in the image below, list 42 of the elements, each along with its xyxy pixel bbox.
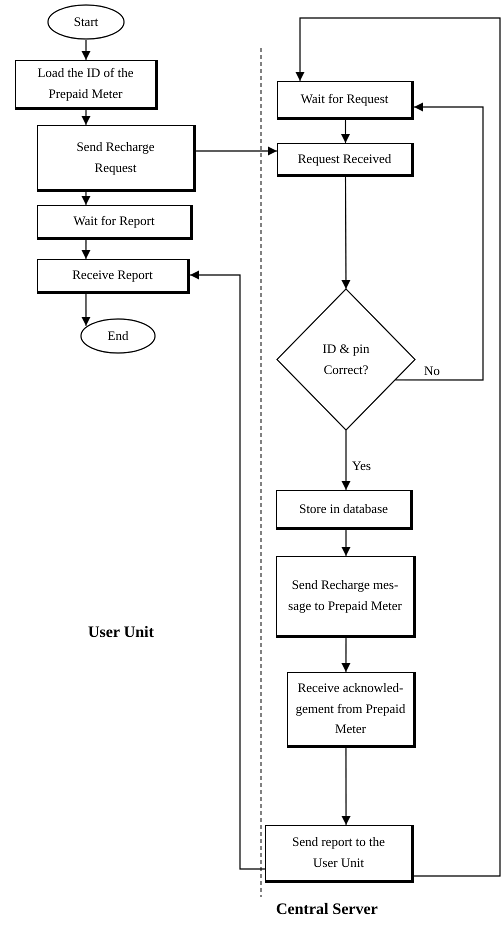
arrow xyxy=(394,102,484,381)
arrow xyxy=(196,146,277,156)
section-title: Central Server xyxy=(276,901,378,919)
step-label: Request Received xyxy=(298,150,392,168)
arrow xyxy=(342,430,350,490)
process-box xyxy=(276,490,413,530)
process-box xyxy=(37,259,190,294)
step-label: End xyxy=(108,326,128,345)
process-box xyxy=(37,125,196,192)
arrow xyxy=(82,110,90,125)
section-title: User Unit xyxy=(88,624,154,642)
process-box xyxy=(277,143,414,177)
step-label: Receive Report xyxy=(72,266,153,284)
arrow xyxy=(296,17,501,877)
step-label: Send Recharge Request xyxy=(75,138,156,177)
arrow xyxy=(342,748,351,825)
step-label: Wait for Report xyxy=(73,212,155,230)
step-label: Load the ID of the Prepaid Meter xyxy=(36,64,135,103)
arrow xyxy=(190,270,265,870)
step-label: Send Recharge mes- sage to Prepaid Meter xyxy=(287,576,403,615)
process-box xyxy=(15,60,158,110)
arrow xyxy=(81,240,90,259)
step-label: Start xyxy=(74,12,98,31)
arrow xyxy=(82,294,90,326)
process-box xyxy=(265,825,414,883)
arrow xyxy=(341,120,350,143)
process-box xyxy=(277,81,414,120)
step-label: Store in database xyxy=(299,500,388,518)
arrow xyxy=(342,530,350,556)
arrow xyxy=(81,192,90,205)
edge-label: Yes xyxy=(352,459,371,472)
arrow xyxy=(82,40,90,60)
step-label: Send report to the User Unit xyxy=(291,833,386,872)
process-box xyxy=(276,556,416,638)
process-box xyxy=(37,205,193,240)
step-label: Wait for Request xyxy=(300,90,388,108)
arrow xyxy=(341,177,350,289)
arrow xyxy=(341,638,350,672)
step-label: ID & pin Correct? xyxy=(322,340,370,378)
process-box xyxy=(287,672,416,748)
step-label: Receive acknowled- gement from Prepaid Meter xyxy=(294,678,406,738)
edge-label: No xyxy=(424,364,440,377)
